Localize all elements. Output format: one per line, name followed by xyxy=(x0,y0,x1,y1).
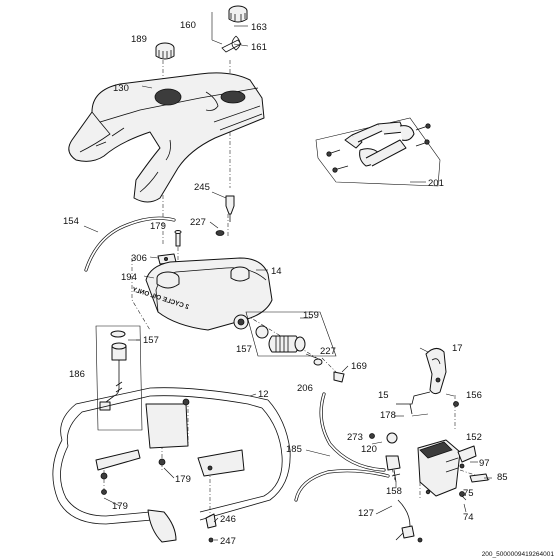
callout-159: 159 xyxy=(303,310,319,321)
callout-189: 189 xyxy=(131,34,147,45)
callout-186: 186 xyxy=(69,369,85,380)
callout-127: 127 xyxy=(358,508,374,519)
callout-194: 194 xyxy=(121,272,137,283)
oil-tank-14: 2 CYCLE OIL ONLY xyxy=(131,257,273,331)
callout-152: 152 xyxy=(466,432,482,443)
callout-labels: 160 163 161 189 130 201 245 154 179 227 … xyxy=(63,20,508,547)
callout-leaders xyxy=(103,25,492,541)
throttle-lever-17 xyxy=(425,348,447,395)
callout-179b: 179 xyxy=(112,501,128,512)
callout-12: 12 xyxy=(258,389,269,400)
frame-12 xyxy=(52,387,291,543)
hose-154 xyxy=(83,216,176,272)
callout-15: 15 xyxy=(378,390,389,401)
callout-306: 306 xyxy=(131,253,147,264)
fuel-cap-assembly xyxy=(211,5,248,53)
callout-157b: 157 xyxy=(236,344,252,355)
callout-185: 185 xyxy=(286,444,302,455)
callout-97: 97 xyxy=(479,458,490,469)
callout-169: 169 xyxy=(351,361,367,372)
callout-163: 163 xyxy=(251,22,267,33)
callout-178: 178 xyxy=(380,410,396,421)
callout-17: 17 xyxy=(452,343,463,354)
callout-130: 130 xyxy=(113,83,129,94)
callout-227b: 227 xyxy=(320,346,336,357)
callout-160: 160 xyxy=(180,20,196,31)
callout-227a: 227 xyxy=(190,217,206,228)
callout-120: 120 xyxy=(361,444,377,455)
callout-179a: 179 xyxy=(150,221,166,232)
callout-85: 85 xyxy=(497,472,508,483)
callout-206: 206 xyxy=(297,383,313,394)
callout-14: 14 xyxy=(271,266,282,277)
cap-189 xyxy=(155,42,175,60)
callout-245: 245 xyxy=(194,182,210,193)
tank-fasteners xyxy=(149,230,225,265)
callout-247: 247 xyxy=(220,536,236,547)
hose-206 xyxy=(319,392,386,472)
diagram-reference-code: 200_5000009419264001 xyxy=(482,551,555,558)
callout-161: 161 xyxy=(251,42,267,53)
engine-cover-130 xyxy=(68,72,265,203)
bracket-201 xyxy=(315,117,441,187)
callout-157a: 157 xyxy=(143,335,159,346)
filter-159 xyxy=(233,311,349,383)
callout-158: 158 xyxy=(386,486,402,497)
cable-185 xyxy=(294,469,390,502)
throttle-rod-15 xyxy=(396,391,431,415)
callout-75: 75 xyxy=(463,488,474,499)
callout-201: 201 xyxy=(428,178,444,189)
small-parts-right xyxy=(369,401,489,543)
callout-246: 246 xyxy=(220,514,236,525)
callout-273: 273 xyxy=(347,432,363,443)
callout-156: 156 xyxy=(466,390,482,401)
switch-box-152 xyxy=(417,439,477,497)
sensor-186 xyxy=(95,325,143,431)
valve-245 xyxy=(211,191,235,222)
callout-179c: 179 xyxy=(175,474,191,485)
callout-154: 154 xyxy=(63,216,79,227)
callout-74: 74 xyxy=(463,512,474,523)
